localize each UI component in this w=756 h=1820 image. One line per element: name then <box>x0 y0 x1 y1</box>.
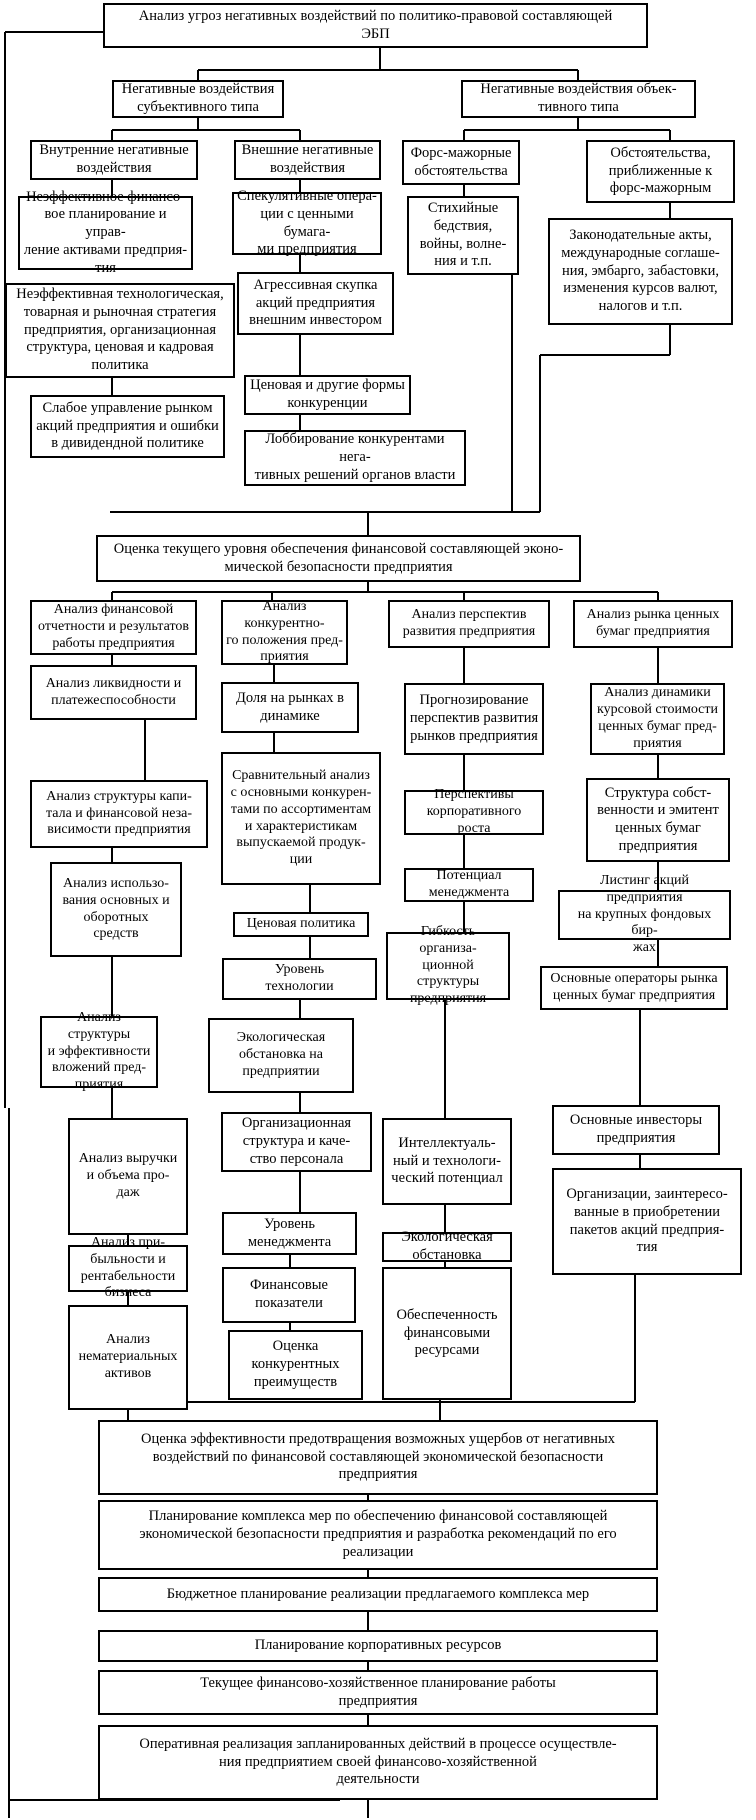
node-pricing-policy: Ценовая политика <box>233 912 369 937</box>
node-profitability-analysis: Анализ при- быльности и рентабельности б… <box>68 1235 188 1300</box>
node-technology-level: Уровень технологии <box>222 958 377 1000</box>
node-damage-prevention-assessment: Оценка эффективности предотвращения возм… <box>98 1420 658 1495</box>
node-intangible-assets-analysis: Анализ нематериальных активов <box>68 1305 188 1410</box>
node-capital-structure-analysis: Анализ структуры капи- тала и финансовой… <box>30 780 208 848</box>
node-internal-impacts: Внутренние негативные воздействия <box>30 140 198 180</box>
node-near-force-majeure: Обстоятельства, приближенные к форс-мажо… <box>586 140 735 203</box>
node-management-potential: Потенциал менеджмента <box>404 868 534 902</box>
node-subjective-impacts: Негативные воздействия субъективного тип… <box>112 80 284 118</box>
node-environmental-situation-enterprise: Экологическая обстановка на предприятии <box>208 1018 354 1093</box>
node-corporate-growth-prospects: Перспективы корпоративного роста <box>404 787 544 836</box>
node-organizational-structure: Организационная структура и каче- ство п… <box>221 1112 372 1172</box>
node-asset-usage-analysis: Анализ использо- вания основных и оборот… <box>50 862 182 957</box>
node-competitive-position-analysis: Анализ конкурентно- го положения пред- п… <box>221 599 348 665</box>
node-financial-resources: Обеспеченность финансовыми ресурсами <box>382 1267 512 1400</box>
node-force-majeure: Форс-мажорные обстоятельства <box>402 140 520 185</box>
node-current-planning: Текущее финансово-хозяйственное планиров… <box>98 1670 658 1715</box>
node-operational-implementation: Оперативная реализация запланированных д… <box>98 1725 658 1800</box>
node-budget-planning: Бюджетное планирование реализации предла… <box>98 1577 658 1612</box>
node-price-competition: Ценовая и другие формы конкуренции <box>244 375 411 415</box>
node-interested-organizations: Организации, заинтересо- ванные в приобр… <box>552 1168 742 1275</box>
node-investment-structure-analysis: Анализ структуры и эффективности вложени… <box>40 1010 158 1092</box>
node-aggressive-buyout: Агрессивная скупка акций предприятия вне… <box>237 272 394 335</box>
node-natural-disasters: Стихийные бедствия, войны, волне- ния и … <box>407 196 519 275</box>
node-environmental-situation: Экологическая обстановка <box>382 1229 512 1263</box>
node-competitor-comparison: Сравнительный анализ с основными конкуре… <box>221 752 381 885</box>
node-share-price-dynamics: Анализ динамики курсовой стоимости ценны… <box>590 683 725 755</box>
node-securities-market-analysis: Анализ рынка ценных бумаг предприятия <box>573 600 733 648</box>
node-financial-indicators: Финансовые показатели <box>222 1267 356 1323</box>
node-threat-analysis: Анализ угроз негативных воздействий по п… <box>103 3 648 48</box>
node-management-level: Уровень менеджмента <box>222 1212 357 1255</box>
node-development-prospects-analysis: Анализ перспектив развития предприятия <box>388 600 550 648</box>
node-org-flexibility: Гибкость организа- ционной структуры пре… <box>386 924 510 1006</box>
node-market-operators: Основные операторы рынка ценных бумаг пр… <box>540 966 728 1010</box>
node-weak-market-management: Слабое управление рынком акций предприят… <box>30 395 225 458</box>
node-inefficient-strategy: Неэффективная технологическая, товарная … <box>5 283 235 378</box>
node-corporate-resources-planning: Планирование корпоративных ресурсов <box>98 1630 658 1662</box>
node-competitive-advantages: Оценка конкурентных преимуществ <box>228 1330 363 1400</box>
node-legislative-acts: Законодательные акты, международные согл… <box>548 218 733 325</box>
node-current-level-assessment: Оценка текущего уровня обеспечения финан… <box>96 535 581 582</box>
node-ownership-structure: Структура собст- венности и эмитент ценн… <box>586 778 730 862</box>
node-share-listing: Листинг акций предприятия на крупных фон… <box>558 873 731 955</box>
node-external-impacts: Внешние негативные воздействия <box>234 140 381 180</box>
node-main-investors: Основные инвесторы предприятия <box>552 1105 720 1155</box>
node-inefficient-planning: Неэффективное финансо- вое планирование … <box>18 189 193 276</box>
node-intellectual-potential: Интеллектуаль- ный и технологи- ческий п… <box>382 1118 512 1205</box>
node-objective-impacts: Негативные воздействия объек- тивного ти… <box>461 80 696 118</box>
node-financial-reporting-analysis: Анализ финансовой отчетности и результат… <box>30 600 197 655</box>
node-revenue-analysis: Анализ выручки и объема про- даж <box>68 1118 188 1235</box>
node-market-share-dynamics: Доля на рынках в динамике <box>221 682 359 733</box>
node-liquidity-analysis: Анализ ликвидности и платежеспособности <box>30 665 197 720</box>
node-market-forecasting: Прогнозирование перспектив развития рынк… <box>404 683 544 755</box>
node-speculative-operations: Спекулятивные опера- ции с ценными бумаг… <box>232 188 382 257</box>
node-measures-planning: Планирование комплекса мер по обеспечени… <box>98 1500 658 1570</box>
node-lobbying: Лоббирование конкурентами негa- тивных р… <box>244 430 466 486</box>
